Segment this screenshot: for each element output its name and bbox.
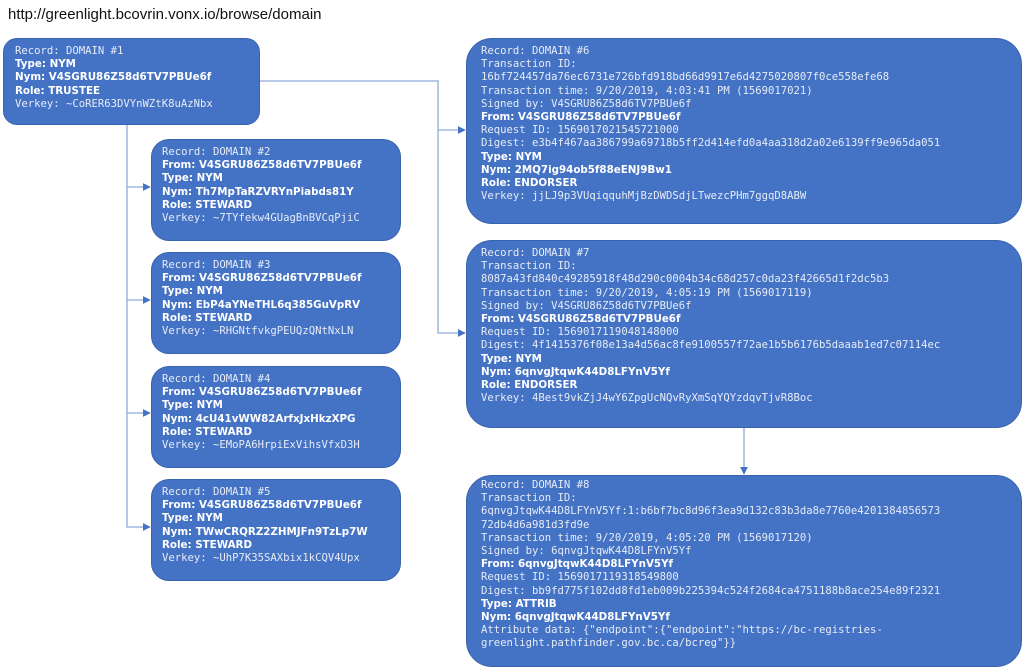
record-field-role: Role: ENDORSER xyxy=(481,177,578,190)
record-field-16bf724457da76ec6731e726bfd918bd66d9917e6d4275020807f0ce558efe68: 16bf724457da76ec6731e726bfd918bd66d9917e… xyxy=(481,71,890,84)
record-field-type: Type: NYM xyxy=(162,172,223,185)
record-field-transaction-id: Transaction ID: xyxy=(481,492,577,505)
record-field-verkey: Verkey: jjLJ9p3VUqiqquhMjBzDWDSdjLTwezcP… xyxy=(481,190,807,203)
record-field-digest: Digest: 4f1415376f08e13a4d56ac8fe9100557… xyxy=(481,339,941,352)
record-field-record: Record: DOMAIN #3 xyxy=(162,259,271,271)
record-field-record: Record: DOMAIN #4 xyxy=(162,373,271,385)
record-field-from: From: V4SGRU86Z58d6TV7PBUe6f xyxy=(481,313,681,326)
record-field-type: Type: NYM xyxy=(162,512,223,525)
record-field-record: Record: DOMAIN #5 xyxy=(162,486,271,498)
record-field-8087a43fd840c49285918f48d290c0004b34c68d257c0da23f42665d1f2dc5b3: 8087a43fd840c49285918f48d290c0004b34c68d… xyxy=(481,273,890,286)
record-field-signed-by: Signed by: V4SGRU86Z58d6TV7PBUe6f xyxy=(481,97,692,110)
record-field-type: Type: NYM xyxy=(481,150,542,163)
record-field-nym: Nym: 4cU41vWW82ArfxJxHkzXPG xyxy=(162,412,356,425)
record-field-type: Type: NYM xyxy=(15,58,76,71)
record-field-role: Role: ENDORSER xyxy=(481,379,578,392)
record-field-transaction-id: Transaction ID: xyxy=(481,58,577,71)
record-field-nym: Nym: EbP4aYNeTHL6q385GuVpRV xyxy=(162,298,361,311)
connector-1-to-6 xyxy=(260,80,466,134)
record-field-verkey: Verkey: ~RHGNtfvkgPEUQzQNtNxLN xyxy=(162,325,354,338)
connector-1-to-5 xyxy=(126,413,151,531)
record-field-request-id: Request ID: 1569017021545721000 xyxy=(481,124,679,137)
record-field-from: From: V4SGRU86Z58d6TV7PBUe6f xyxy=(162,499,362,512)
record-field-transaction-time: Transaction time: 9/20/2019, 4:05:20 PM … xyxy=(481,531,813,544)
record-field-transaction-time: Transaction time: 9/20/2019, 4:05:19 PM … xyxy=(481,286,813,299)
record-field-digest: Digest: bb9fd775f102dd8fd1eb009b225394c5… xyxy=(481,584,941,597)
record-field-verkey: Verkey: ~CoRER63DVYnWZtK8uAzNbx xyxy=(15,97,213,110)
record-field-from: From: V4SGRU86Z58d6TV7PBUe6f xyxy=(162,159,362,172)
record-field-nym: Nym: Th7MpTaRZVRYnPiabds81Y xyxy=(162,185,354,198)
record-field-type: Type: NYM xyxy=(162,285,223,298)
connector-1-to-7 xyxy=(437,130,466,337)
record-field-record: Record: DOMAIN #6 xyxy=(481,45,590,57)
record-field-role: Role: STEWARD xyxy=(162,311,253,324)
record-field-request-id: Request ID: 1569017119318549800 xyxy=(481,571,679,584)
record-field-greenlight-pathfinder-gov-bc-ca-bcreg: greenlight.pathfinder.gov.bc.ca/bcreg"}} xyxy=(481,637,737,650)
record-field-nym: Nym: 2MQ7ig94ob5f88eENJ9Bw1 xyxy=(481,163,672,176)
record-field-nym: Nym: V4SGRU86Z58d6TV7PBUe6f xyxy=(15,71,212,84)
record-field-record: Record: DOMAIN #2 xyxy=(162,146,271,158)
record-field-verkey: Verkey: ~EMoPA6HrpiExVihsVfxD3H xyxy=(162,439,360,452)
record-field-type: Type: NYM xyxy=(162,399,223,412)
record-field-verkey: Verkey: ~7TYfekw4GUagBnBVCqPjiC xyxy=(162,212,360,225)
record-field-role: Role: STEWARD xyxy=(162,538,253,551)
record-field-from: From: V4SGRU86Z58d6TV7PBUe6f xyxy=(162,272,362,285)
connector-1-to-2 xyxy=(126,125,151,191)
record-field-nym: Nym: 6qnvgJtqwK44D8LFYnV5Yf xyxy=(481,365,670,378)
record-field-role: Role: STEWARD xyxy=(162,425,253,438)
record-field-request-id: Request ID: 1569017119048148000 xyxy=(481,326,679,339)
record-field-verkey: Verkey: 4Best9vkZjJ4wY6ZpgUcNQvRyXmSqYQY… xyxy=(481,392,813,405)
record-field-from: From: V4SGRU86Z58d6TV7PBUe6f xyxy=(162,386,362,399)
record-field-type: Type: NYM xyxy=(481,352,542,365)
record-field-verkey: Verkey: ~UhP7K35SAXbix1kCQV4Upx xyxy=(162,552,360,565)
record-field-transaction-time: Transaction time: 9/20/2019, 4:03:41 PM … xyxy=(481,84,813,97)
record-field-nym: Nym: 6qnvgJtqwK44D8LFYnV5Yf xyxy=(481,611,670,624)
record-field-digest: Digest: e3b4f467aa386799a69718b5ff2d414e… xyxy=(481,137,941,150)
record-field-nym: Nym: TWwCRQRZ2ZHMJFn9TzLp7W xyxy=(162,525,368,538)
record-field-transaction-id: Transaction ID: xyxy=(481,260,577,273)
connector-1-to-4 xyxy=(126,300,151,417)
record-field-from: From: 6qnvgJtqwK44D8LFYnV5Yf xyxy=(481,558,674,571)
record-field-record: Record: DOMAIN #8 xyxy=(481,479,590,491)
record-field-from: From: V4SGRU86Z58d6TV7PBUe6f xyxy=(481,111,681,124)
record-field-72db4d6a981d3fd9e: 72db4d6a981d3fd9e xyxy=(481,518,590,531)
record-field-type: Type: ATTRIB xyxy=(481,597,557,610)
connector-1-to-3 xyxy=(126,187,151,304)
record-field-attribute-data: Attribute data: {"endpoint":{"endpoint":… xyxy=(481,624,883,637)
record-field-6qnvgjtqwk44d8lfynv5yf: 6qnvgJtqwK44D8LFYnV5Yf:1:b6bf7bc8d96f3ea… xyxy=(481,505,941,518)
record-field-role: Role: STEWARD xyxy=(162,198,253,211)
record-field-record: Record: DOMAIN #7 xyxy=(481,247,590,259)
record-field-record: Record: DOMAIN #1 xyxy=(15,45,124,57)
record-field-signed-by: Signed by: V4SGRU86Z58d6TV7PBUe6f xyxy=(481,299,692,312)
record-field-role: Role: TRUSTEE xyxy=(15,84,101,97)
record-field-signed-by: Signed by: 6qnvgJtqwK44D8LFYnV5Yf xyxy=(481,545,692,558)
page-url: http://greenlight.bcovrin.vonx.io/browse… xyxy=(8,6,322,23)
